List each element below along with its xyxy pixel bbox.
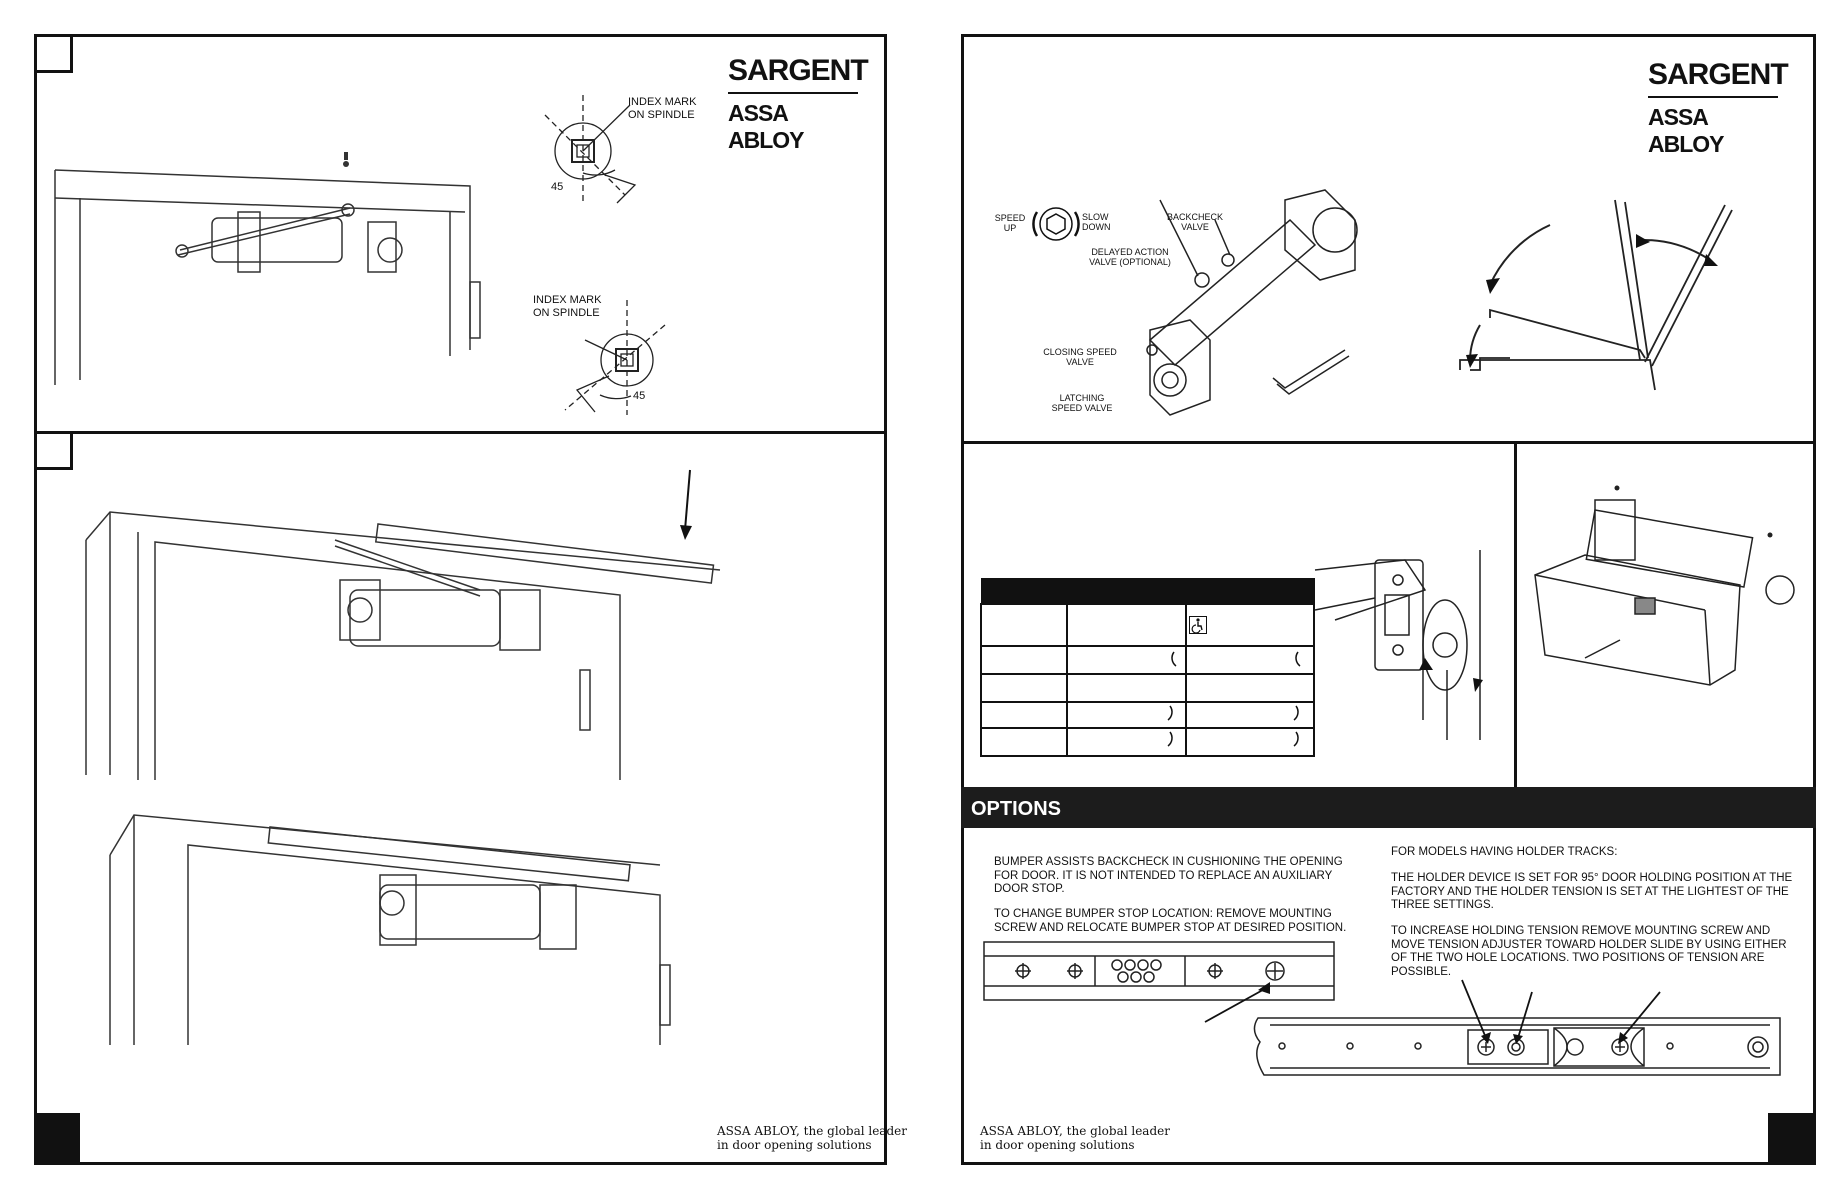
holder-paragraph-2: THE HOLDER DEVICE IS SET FOR 95° DOOR HO…: [1391, 872, 1792, 913]
closer-track-illustration: [109, 814, 671, 1045]
page-corner-block-left: [34, 1113, 80, 1165]
holder-paragraph-3: TO INCREASE HOLDING TENSION REMOVE MOUNT…: [1391, 925, 1787, 979]
latching-speed-line-2: SPEED VALVE: [1051, 403, 1113, 413]
angle-label-1: 45: [551, 181, 564, 193]
closing-speed-valve-label: CLOSING SPEED VALVE: [1040, 347, 1120, 367]
latching-speed-valve-label: LATCHING SPEED VALVE: [1046, 393, 1118, 413]
slow-down-line-2: DOWN: [1082, 222, 1111, 232]
angle-label-2: 45: [633, 390, 646, 402]
holder-p2-line-2: FACTORY AND THE HOLDER TENSION IS SET AT…: [1391, 885, 1789, 898]
sargent-logo-right: SARGENT ASSA ABLOY: [1648, 58, 1789, 158]
index-mark-line-1: INDEX MARK: [533, 294, 602, 306]
closer-parallel-arm-illustration: [85, 469, 721, 780]
closing-speed-line-1: CLOSING SPEED: [1043, 347, 1117, 357]
speed-up-label: SPEED UP: [990, 213, 1030, 233]
holder-p2-line-3: THREE SETTINGS.: [1391, 899, 1494, 911]
index-mark-line-1: INDEX MARK: [628, 96, 697, 108]
left-top-panel: [34, 34, 887, 434]
holder-p1-line-1: FOR MODELS HAVING HOLDER TRACKS:: [1391, 846, 1618, 858]
accessibility-icon: [1189, 616, 1207, 634]
valve-table-header-bar: [981, 578, 1315, 604]
delayed-action-valve-label: DELAYED ACTION VALVE (OPTIONAL): [1080, 247, 1180, 267]
closing-speed-line-2: VALVE: [1066, 357, 1094, 367]
right-top-panel: [961, 34, 1816, 444]
holder-p2-line-1: THE HOLDER DEVICE IS SET FOR 95° DOOR HO…: [1391, 872, 1793, 884]
bumper-p1-line-3: DOOR STOP.: [994, 883, 1065, 895]
tagline-line-2: in door opening solutions: [717, 1138, 872, 1152]
brand-parent: ASSA ABLOY: [728, 100, 805, 153]
closer-cover-illustration: [1534, 485, 1795, 686]
logo-rule: [1648, 96, 1778, 98]
step-box-1: [37, 37, 73, 73]
holder-p3-line-1: TO INCREASE HOLDING TENSION REMOVE MOUNT…: [1391, 925, 1771, 937]
bumper-track-illustration: [983, 941, 1335, 1023]
latching-speed-line-1: LATCHING: [1059, 393, 1105, 403]
speed-up-line-1: SPEED: [994, 213, 1026, 223]
closer-door-illustration-top: [54, 152, 481, 385]
slow-down-label: SLOW DOWN: [1082, 212, 1122, 232]
index-mark-label-2: INDEX MARK ON SPINDLE: [533, 294, 601, 320]
tagline-line-1: ASSA ABLOY, the global leader: [980, 1124, 1170, 1138]
index-mark-line-2: ON SPINDLE: [628, 109, 695, 121]
spindle-index-diagram-2: [564, 300, 666, 415]
bumper-p2-line-1: TO CHANGE BUMPER STOP LOCATION: REMOVE M…: [994, 908, 1332, 920]
backcheck-valve-label: BACKCHECK VALVE: [1160, 212, 1230, 232]
valve-adjustment-table: [980, 603, 1315, 757]
delayed-action-line-2: VALVE (OPTIONAL): [1089, 257, 1171, 267]
brand-parent: ASSA ABLOY: [1648, 104, 1725, 157]
tagline-right: ASSA ABLOY, the global leader in door op…: [980, 1124, 1170, 1152]
holder-track-illustration: [1253, 979, 1781, 1076]
holder-p3-line-4: POSSIBLE.: [1391, 965, 1452, 978]
tagline-line-2: in door opening solutions: [980, 1138, 1135, 1152]
bumper-p1-line-1: BUMPER ASSISTS BACKCHECK IN CUSHIONING T…: [994, 856, 1343, 868]
options-panel: [961, 828, 1816, 1165]
index-mark-label-1: INDEX MARK ON SPINDLE: [628, 96, 696, 122]
backcheck-line-2: VALVE: [1181, 222, 1209, 232]
sargent-logo-left: SARGENT ASSA ABLOY: [728, 54, 869, 154]
logo-rule: [728, 92, 858, 94]
speed-up-line-2: UP: [1003, 223, 1017, 233]
brand-name: SARGENT: [728, 54, 869, 87]
tagline-line-1: ASSA ABLOY, the global leader: [717, 1124, 907, 1138]
spindle-index-diagram-1: [544, 95, 637, 205]
brand-name: SARGENT: [1648, 58, 1789, 91]
backcheck-line-1: BACKCHECK: [1166, 212, 1223, 222]
bumper-p1-line-2: FOR DOOR. IT IS NOT INTENDED TO REPLACE …: [994, 869, 1333, 882]
bumper-paragraph-1: BUMPER ASSISTS BACKCHECK IN CUSHIONING T…: [994, 856, 1343, 897]
tagline-left: ASSA ABLOY, the global leader in door op…: [717, 1124, 907, 1152]
step-box-2: [37, 434, 73, 470]
holder-paragraph-1: FOR MODELS HAVING HOLDER TRACKS:: [1391, 846, 1617, 860]
options-heading-bar: OPTIONS: [961, 787, 1816, 831]
hex-valve-icon: [1032, 207, 1080, 241]
index-mark-line-2: ON SPINDLE: [533, 307, 600, 319]
hex-key-illustration: [1272, 349, 1350, 395]
closer-end-adjust-illustration: [1314, 550, 1483, 740]
page-corner-block-right: [1768, 1113, 1814, 1163]
bumper-p2-line-2: SCREW AND RELOCATE BUMPER STOP AT DESIRE…: [994, 921, 1347, 934]
holder-p3-line-3: OF THE TWO HOLE LOCATIONS. TWO POSITIONS…: [1391, 952, 1765, 964]
bumper-paragraph-2: TO CHANGE BUMPER STOP LOCATION: REMOVE M…: [994, 908, 1346, 935]
closer-valve-body-illustration: [1146, 189, 1358, 416]
holder-p3-line-2: MOVE TENSION ADJUSTER TOWARD HOLDER SLID…: [1391, 938, 1787, 951]
slow-down-line-1: SLOW: [1082, 212, 1109, 222]
delayed-action-line-1: DELAYED ACTION: [1091, 247, 1169, 257]
left-bottom-panel: [34, 431, 887, 1165]
right-middle-right-panel: [1514, 441, 1816, 796]
door-swing-diagram: [1459, 199, 1733, 391]
